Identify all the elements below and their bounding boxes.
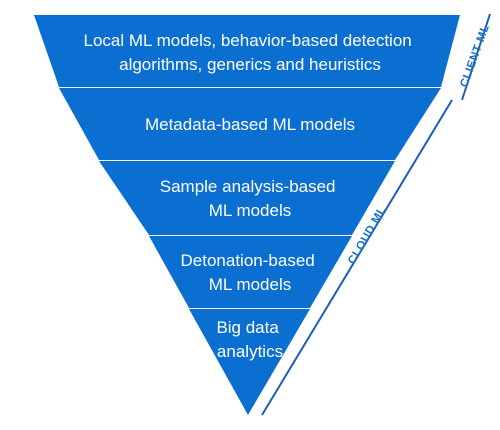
layer-1-label: Local ML models, behavior-based detectio…: [84, 31, 417, 74]
layer-3-shape: [99, 161, 395, 235]
layer-3-line-1: Sample analysis-based: [160, 177, 336, 196]
layer-5-shape: [189, 309, 310, 415]
layer-5-line-1: Big data: [216, 318, 279, 337]
layer-5-label: Big data analytics: [216, 318, 283, 361]
layer-2-shape: [59, 88, 441, 160]
layer-4-shape: [149, 236, 352, 308]
layer-2-line-1: Metadata-based ML models: [145, 115, 355, 134]
layer-3-label: Sample analysis-based ML models: [160, 177, 341, 220]
layer-4-label: Detonation-based ML models: [181, 251, 320, 294]
layer-5-line-2: analytics: [217, 342, 283, 361]
layer-4-line-1: Detonation-based: [181, 251, 315, 270]
layer-1-line-1: Local ML models, behavior-based detectio…: [84, 31, 412, 50]
client-ml-label: CLIENT ML: [458, 23, 492, 89]
layer-4-line-2: ML models: [209, 275, 292, 294]
layer-1-line-2: algorithms, generics and heuristics: [119, 55, 381, 74]
cloud-ml-bracket-line: [261, 99, 453, 416]
layer-1-shape: [34, 15, 460, 87]
layer-3-line-2: ML models: [209, 201, 292, 220]
client-ml-bracket-line: [461, 13, 491, 101]
layer-2-label: Metadata-based ML models: [145, 115, 355, 134]
